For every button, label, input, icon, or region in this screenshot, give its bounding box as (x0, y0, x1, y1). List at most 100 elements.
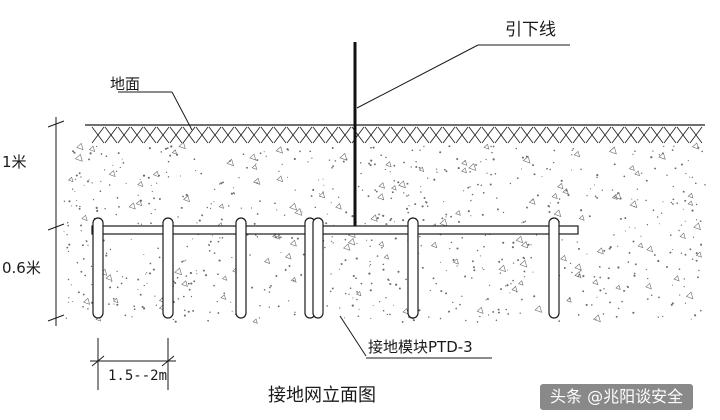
soil-speckle (172, 318, 175, 321)
soil-speckle (497, 308, 500, 311)
soil-speckle (75, 174, 78, 177)
soil-speckle (87, 244, 89, 246)
soil-speckle (77, 291, 80, 294)
soil-speckle (433, 178, 436, 181)
soil-speckle (695, 259, 698, 262)
soil-speckle (634, 170, 640, 177)
soil-speckle (577, 314, 580, 316)
soil-speckle (251, 164, 258, 170)
soil-speckle (169, 154, 172, 157)
soil-speckle (461, 295, 463, 297)
soil-speckle (278, 170, 280, 172)
soil-speckle (680, 252, 683, 254)
soil-speckle (108, 303, 110, 305)
soil-speckle (74, 178, 77, 180)
soil-speckle (275, 146, 283, 154)
soil-speckle (210, 207, 212, 209)
soil-speckle (232, 187, 235, 189)
soil-speckle (206, 206, 208, 209)
soil-speckle (139, 199, 143, 202)
soil-speckle (213, 284, 215, 287)
soil-speckle (380, 154, 382, 156)
soil-speckle (569, 262, 572, 265)
soil-speckle (470, 199, 472, 202)
soil-speckle (152, 170, 160, 178)
soil-speckle (439, 317, 442, 320)
soil-speckle (666, 174, 668, 176)
soil-speckle (256, 235, 259, 238)
soil-speckle (480, 161, 482, 163)
soil-speckle (397, 270, 400, 273)
soil-speckle (378, 241, 385, 247)
soil-speckle (355, 257, 358, 260)
soil-speckle (423, 197, 426, 199)
soil-speckle (658, 296, 660, 299)
soil-speckle (146, 282, 148, 284)
soil-speckle (188, 288, 191, 291)
soil-speckle (695, 251, 702, 258)
soil-speckle (183, 195, 190, 203)
soil-speckle (572, 148, 575, 150)
soil-speckle (140, 223, 143, 225)
soil-speckle (338, 268, 340, 270)
soil-speckle (330, 273, 332, 275)
soil-speckle (398, 180, 406, 189)
soil-speckle (255, 234, 257, 236)
soil-speckle (439, 261, 442, 263)
soil-speckle (91, 284, 93, 286)
soil-speckle (490, 173, 492, 176)
soil-speckle (376, 255, 379, 257)
soil-speckle (477, 183, 479, 186)
soil-speckle (263, 257, 271, 265)
soil-speckle (615, 284, 621, 290)
soil-speckle (63, 231, 65, 233)
soil-speckle (605, 292, 607, 295)
soil-speckle (617, 307, 620, 310)
soil-speckle (222, 181, 225, 184)
soil-speckle (322, 191, 324, 193)
soil-speckle (356, 290, 362, 297)
soil-speckle (687, 192, 694, 199)
ground-hatch-mark (676, 126, 690, 144)
soil-speckle (435, 282, 437, 285)
soil-speckle (143, 284, 145, 287)
ground-hatch-mark (169, 126, 183, 144)
soil-speckle (339, 307, 341, 309)
soil-speckle (137, 222, 139, 225)
soil-speckle (394, 237, 397, 240)
soil-speckle (259, 200, 261, 202)
soil-speckle (115, 170, 118, 172)
soil-speckle (530, 244, 532, 246)
soil-speckle (351, 304, 354, 307)
soil-speckle (650, 294, 653, 296)
soil-speckle (506, 284, 509, 287)
soil-speckle (105, 252, 108, 255)
soil-speckle (331, 287, 334, 290)
soil-speckle (511, 285, 518, 292)
soil-speckle (419, 149, 421, 151)
soil-speckle (520, 168, 523, 170)
soil-speckle (598, 266, 601, 268)
soil-speckle (476, 306, 484, 314)
soil-speckle (343, 317, 346, 319)
soil-speckle (275, 236, 277, 239)
soil-speckle (546, 167, 548, 170)
soil-speckle (183, 309, 186, 312)
soil-speckle (494, 173, 497, 175)
soil-speckle (331, 240, 333, 242)
soil-speckle (81, 214, 88, 222)
soil-speckle (382, 309, 385, 312)
soil-speckle (141, 305, 144, 308)
soil-speckle (88, 158, 90, 161)
soil-speckle (415, 160, 417, 163)
soil-speckle (397, 181, 400, 184)
soil-speckle (189, 271, 192, 275)
soil-speckle (301, 211, 303, 213)
soil-speckle (592, 314, 601, 323)
soil-speckle (645, 179, 648, 182)
soil-speckle (137, 278, 140, 281)
soil-speckle (372, 304, 374, 306)
soil-speckle (201, 214, 204, 217)
soil-speckle (419, 235, 421, 238)
soil-speckle (268, 306, 270, 308)
